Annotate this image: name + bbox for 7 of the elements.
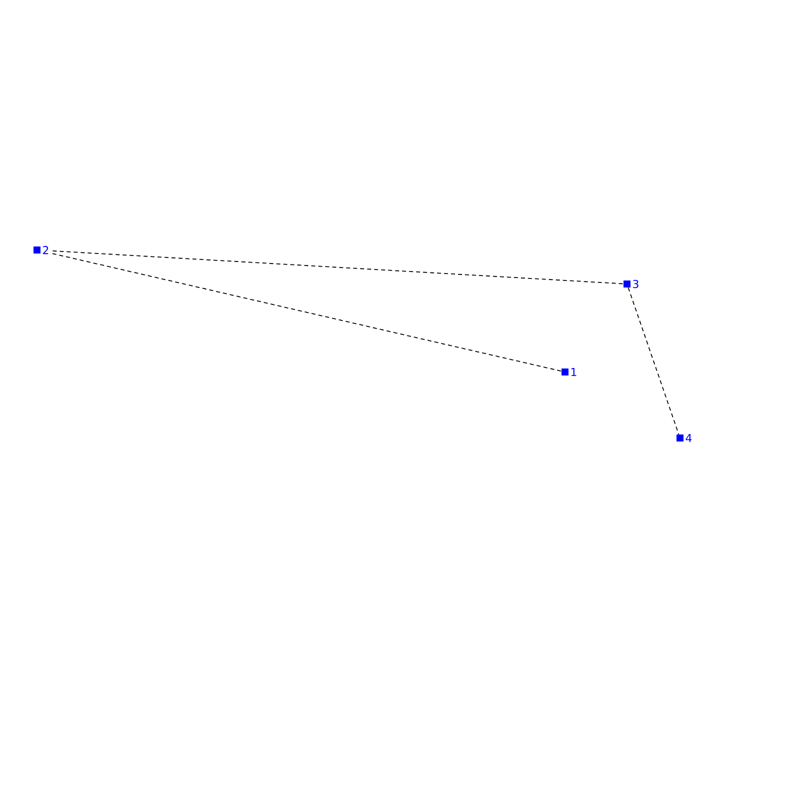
dashed-line (52, 253, 562, 372)
point-label: 1 (571, 368, 576, 376)
point-label: 4 (686, 434, 692, 442)
point-label: 2 (43, 246, 48, 254)
dashed-line (628, 287, 680, 435)
point-label: 3 (633, 280, 638, 288)
dashed-line (52, 250, 624, 284)
